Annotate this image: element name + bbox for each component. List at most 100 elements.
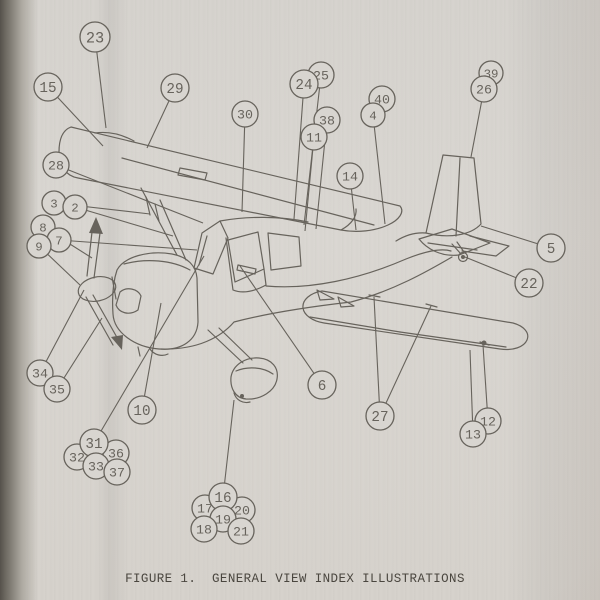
callout-number: 18 [196,523,212,538]
flap-bracket [316,289,335,301]
callout-number: 8 [39,221,46,235]
leader-line-6 [239,265,323,386]
cabin-roof-line [219,216,309,223]
leader-line-10 [141,302,162,411]
callout-circle [33,72,63,102]
callout-2: 2 [62,194,88,220]
exhaust-stub [149,348,169,356]
right-flap-line [309,316,401,333]
callout-3: 3 [41,190,67,216]
callout-circle [336,162,364,190]
rudder-hinge-line [455,157,461,237]
cabin [219,216,309,293]
callout-26: 26 [470,75,498,103]
callout-circle [227,517,255,545]
callout-number: 15 [39,81,56,97]
callout-circle [62,194,88,220]
fuselage [160,249,453,350]
cabin-door [225,237,267,293]
aileron-line [121,157,375,226]
callout-circle [79,21,111,53]
callout-circle [190,515,218,543]
fuselage-side-line [265,249,452,288]
wing-struts [140,187,187,261]
callout-4: 4 [360,102,386,128]
callout-number: 24 [295,78,312,94]
callout-circle [307,370,337,400]
callout-circle [160,73,190,103]
callout-number: 23 [86,29,104,47]
callout-34: 34 [26,359,54,387]
callout-22: 22 [514,268,544,298]
door-handle [236,264,257,275]
callout-circle [536,233,566,263]
callout-10: 10 [127,395,157,425]
leader-line-27 [373,296,381,417]
callout-number: 34 [32,367,48,382]
callout-number: 30 [237,108,253,123]
leader-line-28 [55,164,204,224]
callout-number: 2 [71,201,78,215]
aircraft-line-art [58,126,529,404]
leader-line-4 [372,114,386,225]
leader-line-13 [469,349,474,435]
callout-number: 20 [234,504,250,519]
callout-number: 16 [214,491,231,507]
engine-cowling [112,252,199,357]
callout-24: 24 [289,69,319,99]
air-intake [115,288,142,314]
leader-line-24 [293,83,305,220]
leader-line-35 [56,317,103,390]
callout-number: 7 [55,234,62,248]
callout-number: 22 [520,277,537,293]
callout-number: 36 [108,447,124,462]
leader-line-31 [93,255,205,444]
fin-fillet [395,232,427,242]
left-wing [58,126,403,232]
callout-number: 4 [369,109,376,123]
callout-number: 29 [166,82,183,98]
wing-root-fairing [340,208,357,231]
callout-circle [103,458,131,486]
callout-11: 11 [300,123,328,151]
callout-leader-lines [38,36,552,498]
landing-gear [207,327,278,404]
callout-circle [365,401,395,431]
callout-28: 28 [42,151,70,179]
tail-fin [395,154,482,242]
leader-tick [425,303,438,308]
wingtip-panel-line [94,131,135,142]
leader-line-27 [379,305,432,417]
callout-number: 38 [319,114,335,129]
callout-number: 28 [48,159,64,174]
callout-circle [26,233,52,259]
leader-line-30 [241,113,246,213]
callout-circle [43,375,71,403]
elevator-hinge-line [427,242,478,251]
callout-29: 29 [160,73,190,103]
wheel-fairing [230,357,278,400]
wing-access-panel [177,167,208,181]
callout-circle [459,420,487,448]
callout-circle [26,359,54,387]
fuselage-belly-line [160,256,453,350]
callout-number: 5 [547,242,556,258]
callout-13: 13 [459,420,487,448]
callout-number: 9 [35,240,42,254]
callout-35: 35 [43,375,71,403]
propeller [85,217,123,350]
callout-circle [42,151,70,179]
callout-number: 10 [133,404,150,420]
leader-line-7 [58,239,198,251]
leader-line-34 [39,289,85,374]
main-wheel [233,392,251,404]
callout-circle [470,75,498,103]
figure-caption: FIGURE 1. GENERAL VIEW INDEX ILLUSTRATIO… [125,572,465,586]
callout-number: 31 [85,437,102,453]
callout-number: 21 [233,525,249,540]
callout-30: 30 [231,100,259,128]
callout-circle [300,123,328,151]
